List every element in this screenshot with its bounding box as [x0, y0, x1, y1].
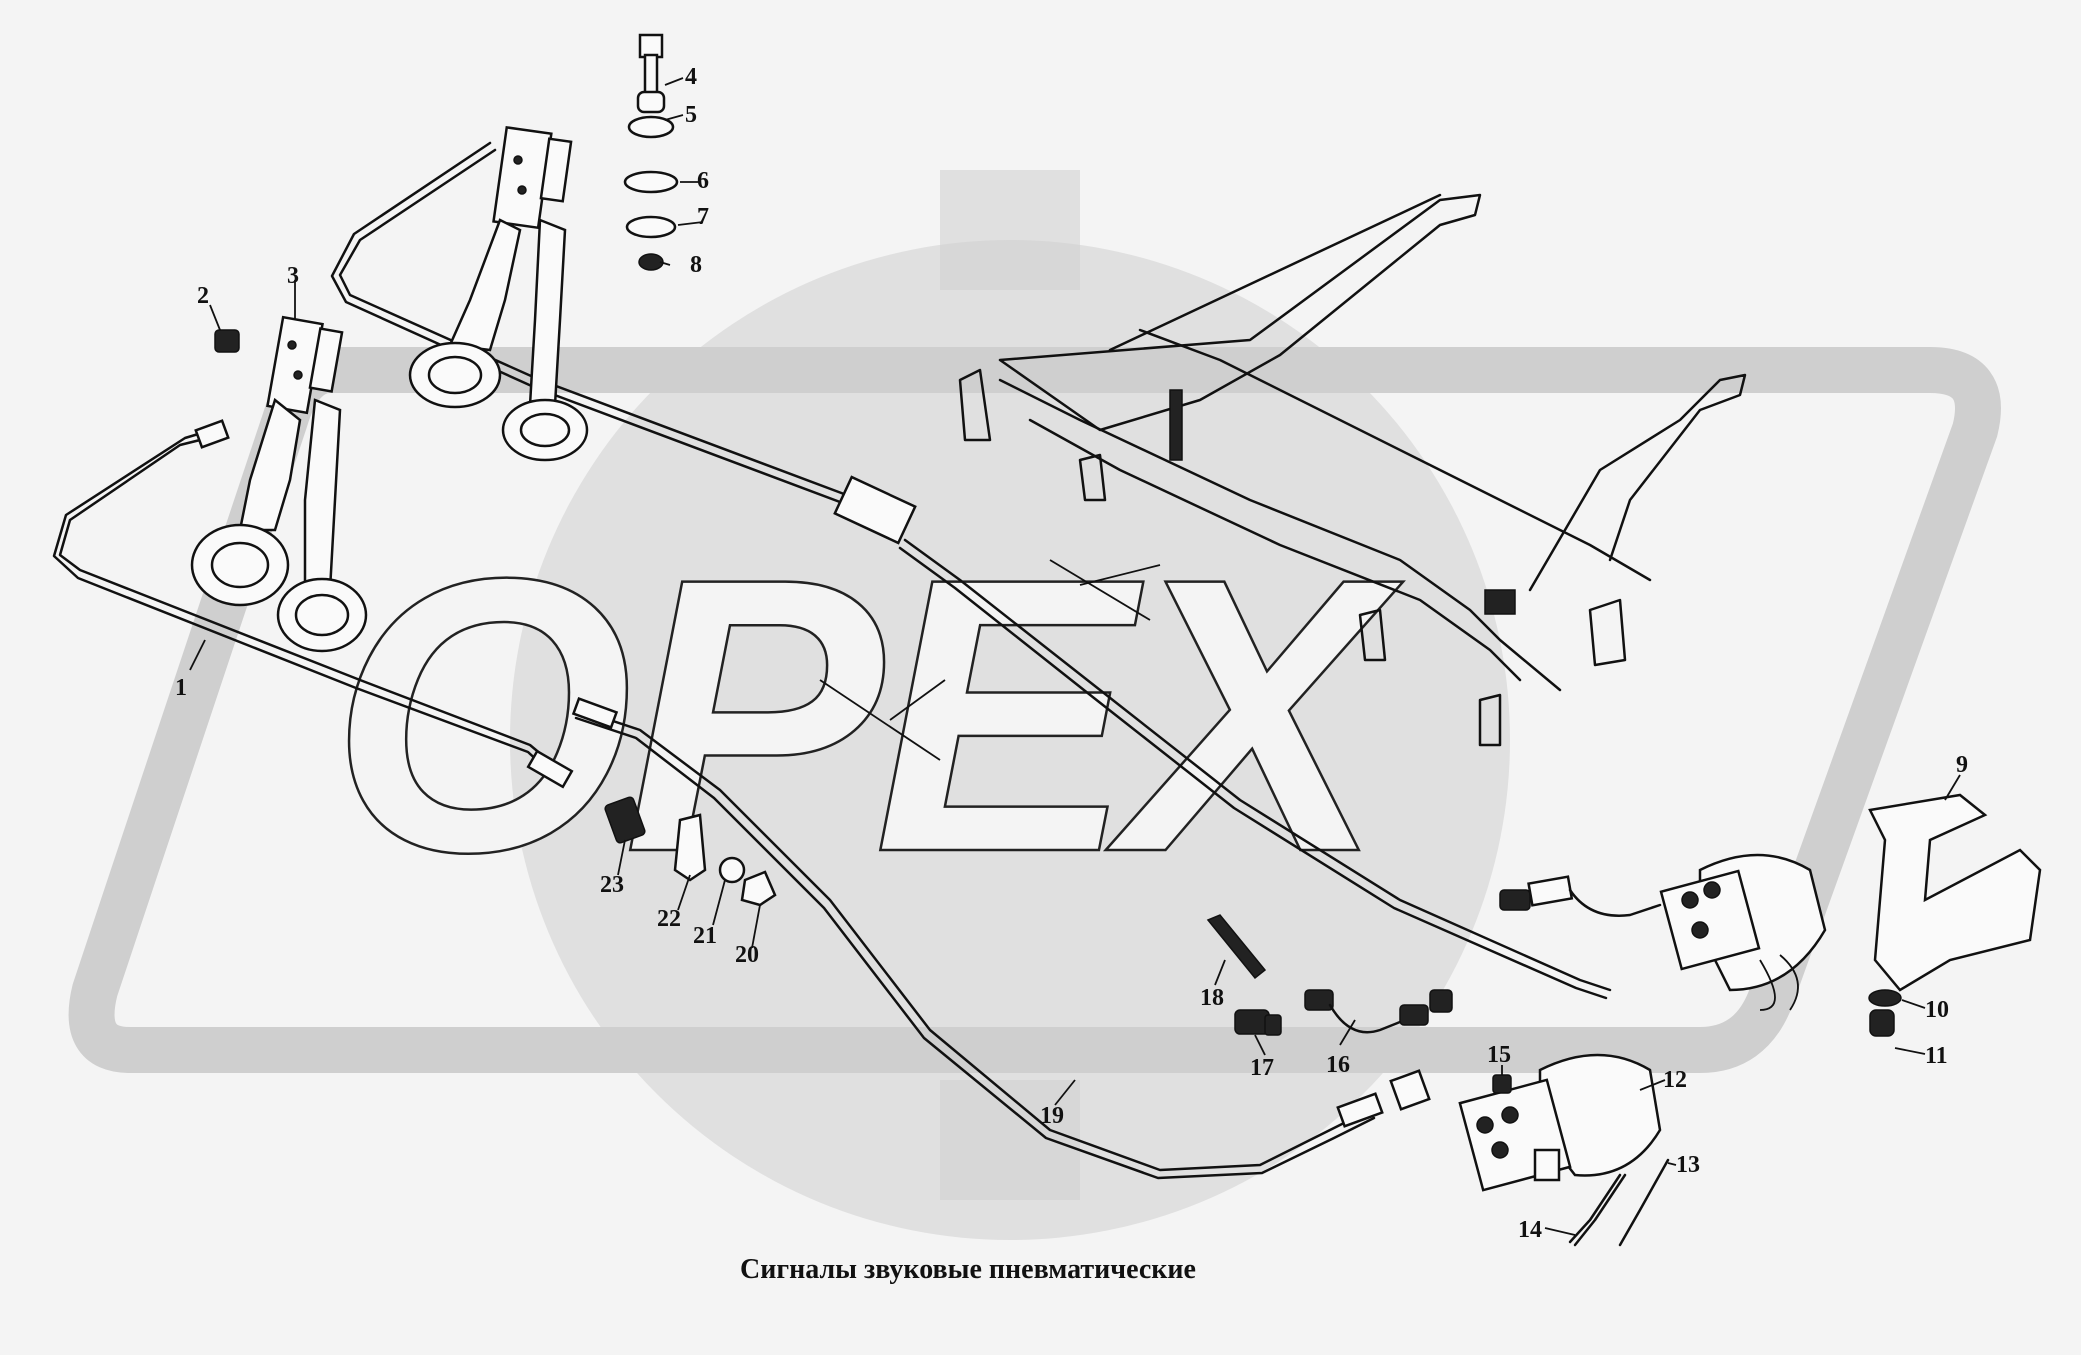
valve-assembly-installed: [1659, 853, 1827, 1011]
air-line-1: [52, 419, 574, 789]
washer-bolt-10-11: [1868, 989, 1902, 1037]
direction-arrows: [819, 559, 1161, 761]
clip-18: [1206, 914, 1267, 980]
callout-1: 1: [175, 675, 187, 701]
horn-assembly-3: [190, 315, 368, 653]
callout-7: 7: [697, 204, 709, 230]
screw-15: [1492, 1074, 1512, 1094]
callout-15: 15: [1487, 1042, 1511, 1068]
line-19-connectors: [1336, 1069, 1431, 1128]
fastener-stack: [623, 33, 679, 271]
watermark-text: OPEX: [330, 497, 1404, 933]
callout-22: 22: [657, 906, 681, 932]
callout-3: 3: [287, 263, 299, 289]
chassis-frame: [958, 193, 1747, 747]
hose-connector: [1499, 875, 1662, 917]
callout-5: 5: [685, 102, 697, 128]
callout-11: 11: [1925, 1043, 1948, 1069]
callout-18: 18: [1200, 985, 1224, 1011]
callout-23: 23: [600, 872, 624, 898]
hose-16: [1304, 989, 1453, 1034]
air-line-2: [330, 141, 1612, 1000]
leader-lines: [189, 77, 1961, 1236]
callout-2: 2: [197, 283, 209, 309]
callout-17: 17: [1250, 1055, 1274, 1081]
air-line-19: [571, 697, 1376, 1180]
callout-21: 21: [693, 923, 717, 949]
fitting-17: [1234, 1009, 1282, 1036]
wires-13-14: [1568, 1158, 1670, 1247]
horn-assembly-upper: [408, 125, 589, 462]
callout-14: 14: [1518, 1217, 1542, 1243]
callout-10: 10: [1925, 997, 1949, 1023]
callout-12: 12: [1663, 1067, 1687, 1093]
callout-20: 20: [735, 942, 759, 968]
watermark-logo: OPEX: [68, 170, 2001, 1240]
callout-8: 8: [690, 252, 702, 278]
callout-4: 4: [685, 64, 697, 90]
bracket-9: [1868, 793, 2042, 992]
callout-16: 16: [1326, 1052, 1350, 1078]
callout-13: 13: [1676, 1152, 1700, 1178]
fittings-20-23: [604, 796, 777, 907]
fitting-2: [214, 329, 240, 353]
diagram-caption: Сигналы звуковые пневматические: [740, 1254, 1196, 1285]
callout-9: 9: [1956, 752, 1968, 778]
valve-12: [1458, 1053, 1662, 1192]
callout-labels: 1 2 3 4 5 6 7 8 9 10 11 12 13 14 15 16 1…: [175, 64, 1968, 1243]
callout-19: 19: [1040, 1103, 1064, 1129]
callout-6: 6: [697, 168, 709, 194]
